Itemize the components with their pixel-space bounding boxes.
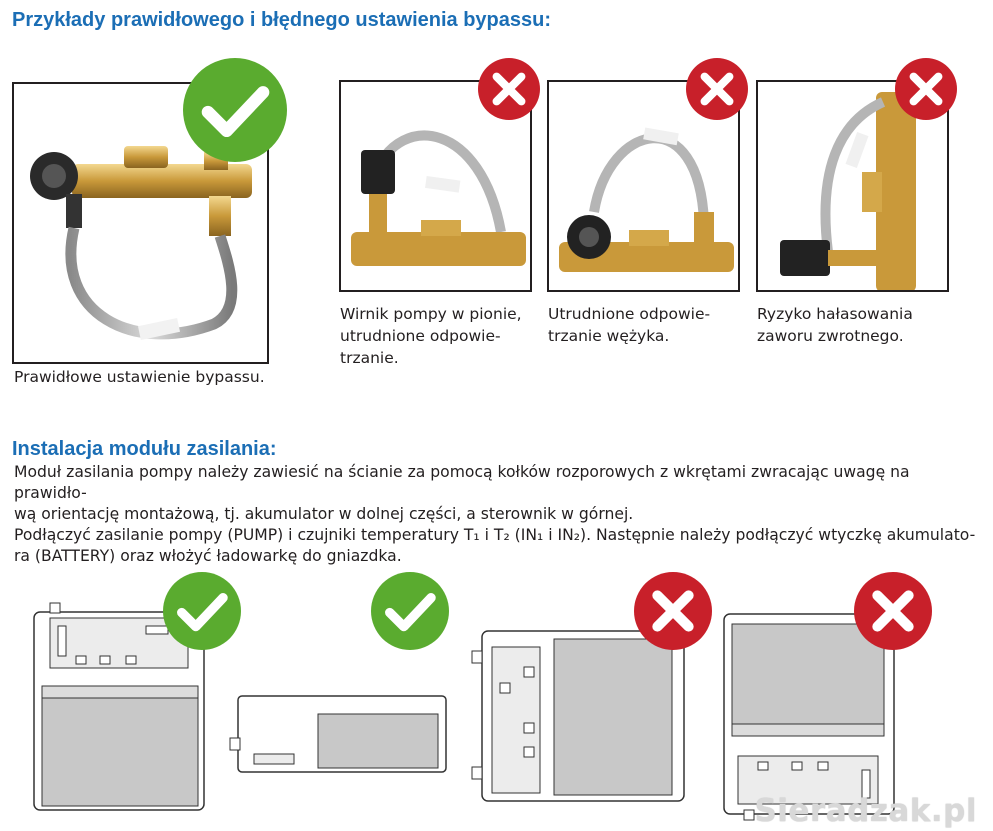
bypass-correct-illustration	[30, 146, 252, 341]
bypass-wrong-illustration-1	[351, 130, 526, 266]
caption-line: trzanie wężyka.	[548, 327, 670, 345]
power-module-section-title: Instalacja modułu zasilania:	[12, 438, 277, 460]
instruction-line: Podłączyć zasilanie pompy (PUMP) i czujn…	[14, 526, 976, 544]
checkmark-icon	[371, 572, 449, 650]
bypass-wrong-caption-2: Utrudnione odpowie- trzanie wężyka.	[548, 303, 710, 347]
module-lying-correct	[228, 690, 450, 776]
bypass-correct-caption: Prawidłowe ustawienie bypassu.	[14, 368, 265, 386]
cross-icon	[634, 572, 712, 650]
caption-line: zaworu zwrotnego.	[757, 327, 904, 345]
bypass-wrong-caption-3: Ryzyko hałasowania zaworu zwrotnego.	[757, 303, 913, 347]
checkmark-icon	[163, 572, 241, 650]
module-upside-down-wrong	[722, 612, 898, 822]
watermark: Sieradzak.pl	[754, 793, 977, 829]
caption-line: trzanie.	[340, 349, 399, 367]
bypass-wrong-caption-1: Wirnik pompy w pionie, utrudnione odpowi…	[340, 303, 522, 369]
instruction-line: Moduł zasilania pompy należy zawiesić na…	[14, 463, 910, 502]
cross-icon	[854, 572, 932, 650]
bypass-section-title: Przykłady prawidłowego i błędnego ustawi…	[12, 9, 552, 31]
module-diagram-rotated	[471, 630, 685, 802]
instruction-line: wą orientację montażową, tj. akumulator …	[14, 505, 634, 523]
power-module-instructions: Moduł zasilania pompy należy zawiesić na…	[14, 462, 984, 567]
caption-line: Wirnik pompy w pionie,	[340, 305, 522, 323]
cross-icon	[686, 58, 748, 120]
bypass-wrong-illustration-2	[559, 127, 734, 272]
module-diagram-upright	[33, 602, 205, 811]
instruction-line: ra (BATTERY) oraz włożyć ładowarkę do gn…	[14, 547, 402, 565]
module-upright-correct	[28, 600, 208, 813]
caption-line: Ryzyko hałasowania	[757, 305, 913, 323]
bypass-wrong-illustration-3	[780, 92, 916, 290]
module-diagram-lying	[229, 695, 447, 773]
module-rotated-wrong	[470, 627, 688, 803]
module-diagram-upside-down	[723, 613, 895, 821]
cross-icon	[478, 58, 540, 120]
caption-line: Utrudnione odpowie-	[548, 305, 711, 323]
caption-line: utrudnione odpowie-	[340, 327, 501, 345]
cross-icon	[895, 58, 957, 120]
checkmark-icon	[183, 58, 287, 162]
